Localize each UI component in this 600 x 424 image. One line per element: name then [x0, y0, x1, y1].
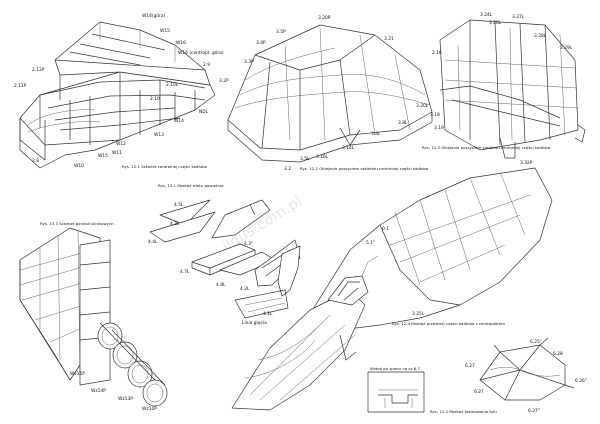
- fig4-caption: Rys. 13.1 Montaż wlotu powietrza: [158, 183, 224, 188]
- fig1-label: 2.10L: [166, 82, 179, 88]
- fig3-label: 3.32P: [520, 160, 533, 166]
- fig-12-4-forward-fuselage-with-wing: [231, 167, 553, 411]
- fig5-label: Wz10P: [142, 406, 157, 412]
- fig7-label: 6.28: [553, 351, 563, 357]
- fig2-label: 3.5L: [300, 156, 310, 162]
- fig3-label: 3.18: [430, 112, 440, 118]
- fig7-label: 6.26": [575, 378, 587, 384]
- fig2-label: 3.16L: [316, 154, 329, 160]
- fig-13-3-engine-nacelle-skeleton: [19, 227, 168, 407]
- fig2-label: 3.4P: [256, 40, 266, 46]
- fig1-caption: Rys. 12.1 Szkielet centralnej części kad…: [122, 164, 208, 169]
- fig1-label: 2.10: [150, 96, 160, 102]
- fig2-label: 3.5P: [276, 29, 286, 35]
- fig-12-5-tail-cone-assembly: [479, 337, 575, 401]
- fig1-label: W14: [174, 118, 184, 124]
- fig-12-3-side-skin: [439, 19, 586, 159]
- fig6-caption: Rys. 12.4 Montaż przedniej części kadłub…: [392, 321, 505, 326]
- fig6-label: 3.25L: [412, 311, 425, 317]
- fig1-label: W14(góra): [142, 12, 166, 19]
- fig1-label: W11: [112, 150, 122, 156]
- fig7-caption: Rys. 12.5 Montaż tesmowania tyłu: [430, 409, 497, 414]
- fig7-label: 6.27: [465, 363, 475, 369]
- fig5-label: Wz15P: [70, 371, 85, 377]
- fig1-label: W12: [116, 141, 126, 147]
- fig3-label: 3.24L: [480, 12, 493, 18]
- fig3-label: 3.29L: [560, 45, 573, 51]
- fig7-label: 6.27": [528, 408, 540, 414]
- fig2-label: 3.20P: [318, 15, 331, 21]
- inset-title: Widok od spodu na cz.6.7: [370, 366, 421, 371]
- fig1-label: W15: [98, 153, 108, 159]
- fig2-label: 3.14L: [342, 145, 355, 151]
- fig7-label: 6.27: [474, 389, 484, 395]
- fig1-label: W13: [154, 132, 164, 138]
- fig7-label: 6.25": [530, 339, 542, 345]
- fig3-label: 3.28L: [534, 33, 547, 39]
- fig-13-1-air-intake-assembly: [149, 199, 301, 319]
- fig3-label: 3.26L: [489, 20, 502, 26]
- fig1-label: 3.2P: [219, 78, 229, 84]
- fig6-label: 0.1: [382, 226, 389, 232]
- inset-view-from-below: [367, 371, 425, 413]
- fig1-label: W15: [160, 28, 170, 34]
- fig2-caption: Rys. 12.2 Oklejanie poszyciem szkieletu …: [300, 166, 429, 171]
- fig4-label: 4.4L: [148, 239, 158, 245]
- fig1-label: W14 (centropł. góra): [178, 49, 224, 56]
- fig4-label: 4.3": [244, 241, 253, 247]
- fig1-label: 2.11P: [14, 83, 27, 89]
- fig4-label: 4.5L: [174, 202, 184, 208]
- fig3-label: 3.27L: [512, 14, 525, 20]
- fig3-label: 2.16: [432, 50, 442, 56]
- fig2-label: 3.4L: [371, 131, 381, 137]
- fig3-label: 3.19: [434, 125, 444, 131]
- fig1-label: W10: [74, 163, 84, 169]
- fig1-label: 2.8: [32, 158, 39, 164]
- fig2-label: 3.8L: [398, 120, 408, 126]
- fig5-label: Wz13P: [118, 396, 133, 402]
- fig1-label: W16: [176, 40, 186, 46]
- fig4-label: 4.8L: [216, 282, 226, 288]
- fig5-label: Wz14P: [91, 388, 106, 394]
- fig2-label: 3.2: [284, 166, 291, 172]
- fig4-label: 4.3L: [170, 221, 180, 227]
- fig-12-1-center-fuselage-skeleton: [19, 21, 216, 169]
- fig1-label: 2.9: [203, 62, 210, 68]
- fig2-label: 3.21: [384, 36, 394, 42]
- fig4-label: 4.2L: [240, 286, 250, 292]
- fig6-label: 5.1": [366, 240, 375, 246]
- fig5-caption: Rys. 13.3 Szkielet gondoli silnikowych: [40, 221, 114, 226]
- fig4-bend-line-label: Linia gięcia: [242, 320, 267, 326]
- fig1-label: 2.12P: [32, 67, 45, 73]
- fig2-label: 3.3P: [244, 59, 254, 65]
- fig1-label: NDL: [199, 109, 209, 115]
- fig4-label: 4.1L: [263, 311, 273, 317]
- fig-12-2-skinned-center-fuselage: [227, 24, 433, 163]
- fig2-label: 3.20L: [416, 103, 429, 109]
- fig3-caption: Rys. 12.3 Oklejanie poszyciem szkieletu …: [422, 145, 551, 150]
- fig4-label: 4.7L: [180, 269, 190, 275]
